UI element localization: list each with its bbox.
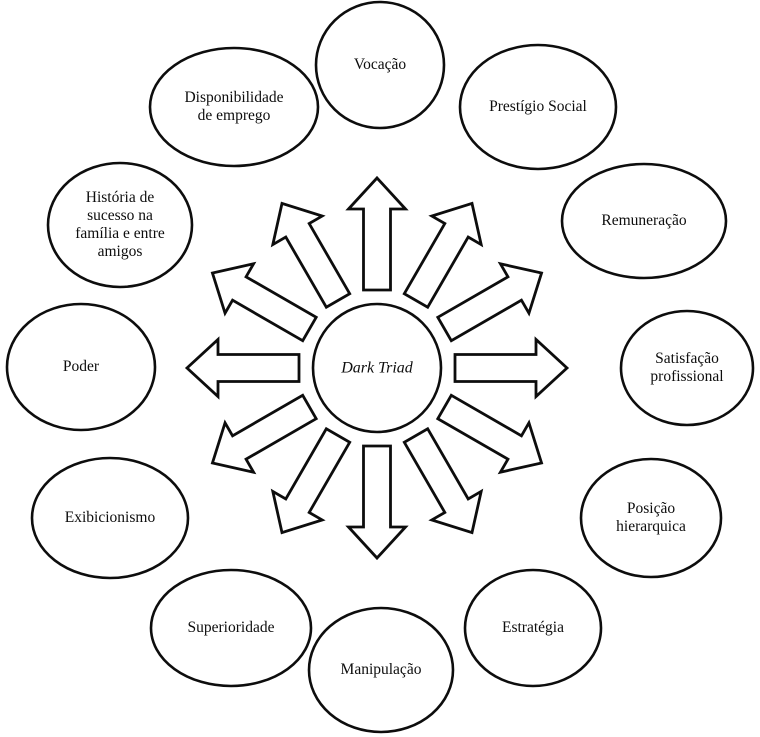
arrow-down-right-30-icon [435,393,544,475]
node-poder[interactable]: Poder [5,302,157,432]
node-historia-de-sucesso-ellipse [46,161,194,289]
center-label: Dark Triad [340,360,414,377]
node-disponibilidade-de-emprego-label-line: Disponibilidade [184,89,283,106]
node-poder-ellipse [5,302,157,432]
arrow-down-right-60-icon [402,426,484,535]
arrow-right-icon [453,336,570,400]
node-historia-de-sucesso-label-line: sucesso na [87,207,153,224]
arrow-up-left-60-icon [270,201,352,310]
center-hub: Dark Triad [311,302,443,434]
node-estrategia-label-line: Estratégia [502,619,564,636]
arrow-down-left-30-icon [210,393,319,475]
node-manipulacao-ellipse [307,606,455,734]
node-satisfacao-profissional-ellipse [619,309,755,427]
arrow-up-right-60-icon [435,261,544,343]
node-disponibilidade-de-emprego-ellipse [148,46,320,168]
node-superioridade-label-line: Superioridade [188,619,275,636]
node-superioridade-ellipse [149,568,313,688]
node-historia-de-sucesso-label-line: História de [86,189,155,206]
node-manipulacao[interactable]: Manipulação [307,606,455,734]
center-circle[interactable] [311,302,443,434]
node-estrategia-label: Estratégia [502,619,564,636]
node-vocacao-ellipse [314,0,446,130]
node-superioridade-label: Superioridade [188,619,275,636]
node-vocacao[interactable]: Vocação [314,0,446,130]
node-exibicionismo-label-line: Exibicionismo [65,509,156,526]
node-prestigio-social-ellipse [458,43,618,171]
node-historia-de-sucesso-label-line: amigos [98,243,143,260]
arrow-up-left-30-icon [210,261,319,343]
node-posicao-hierarquica-label-line: Posição [627,500,675,517]
node-remuneracao-ellipse [560,162,728,280]
node-exibicionismo-ellipse [30,456,190,580]
arrow-left-icon [184,336,301,400]
node-estrategia-ellipse [463,568,603,688]
node-estrategia[interactable]: Estratégia [463,568,603,688]
arrow-up-icon [345,175,409,292]
node-remuneracao-label-line: Remuneração [601,212,686,229]
arrow-up-right-30-icon [402,201,484,310]
node-vocacao-label: Vocação [354,56,406,73]
node-satisfacao-profissional-label-line: profissional [650,368,723,385]
arrow-down-icon [345,444,409,561]
node-poder-label-line: Poder [63,358,100,375]
node-exibicionismo-label: Exibicionismo [65,509,156,526]
arrow-down-left-60-icon [270,426,352,535]
node-remuneracao[interactable]: Remuneração [560,162,728,280]
node-posicao-hierarquica-label-line: hierarquica [616,518,686,535]
node-satisfacao-profissional-label-line: Satisfação [655,350,719,367]
arrow-ring [184,175,570,561]
node-superioridade[interactable]: Superioridade [149,568,313,688]
node-posicao-hierarquica-ellipse [579,457,723,579]
node-poder-label: Poder [63,358,100,375]
node-prestigio-social[interactable]: Prestígio Social [458,43,618,171]
node-prestigio-social-label-line: Prestígio Social [489,98,587,115]
node-remuneracao-label: Remuneração [601,212,686,229]
node-manipulacao-label-line: Manipulação [341,661,422,678]
node-manipulacao-label: Manipulação [341,661,422,678]
node-historia-de-sucesso-label-line: família e entre [75,225,165,242]
node-disponibilidade-de-emprego-label-line: de emprego [198,107,271,124]
node-exibicionismo[interactable]: Exibicionismo [30,456,190,580]
node-prestigio-social-label: Prestígio Social [489,98,587,115]
node-vocacao-label-line: Vocação [354,56,406,73]
